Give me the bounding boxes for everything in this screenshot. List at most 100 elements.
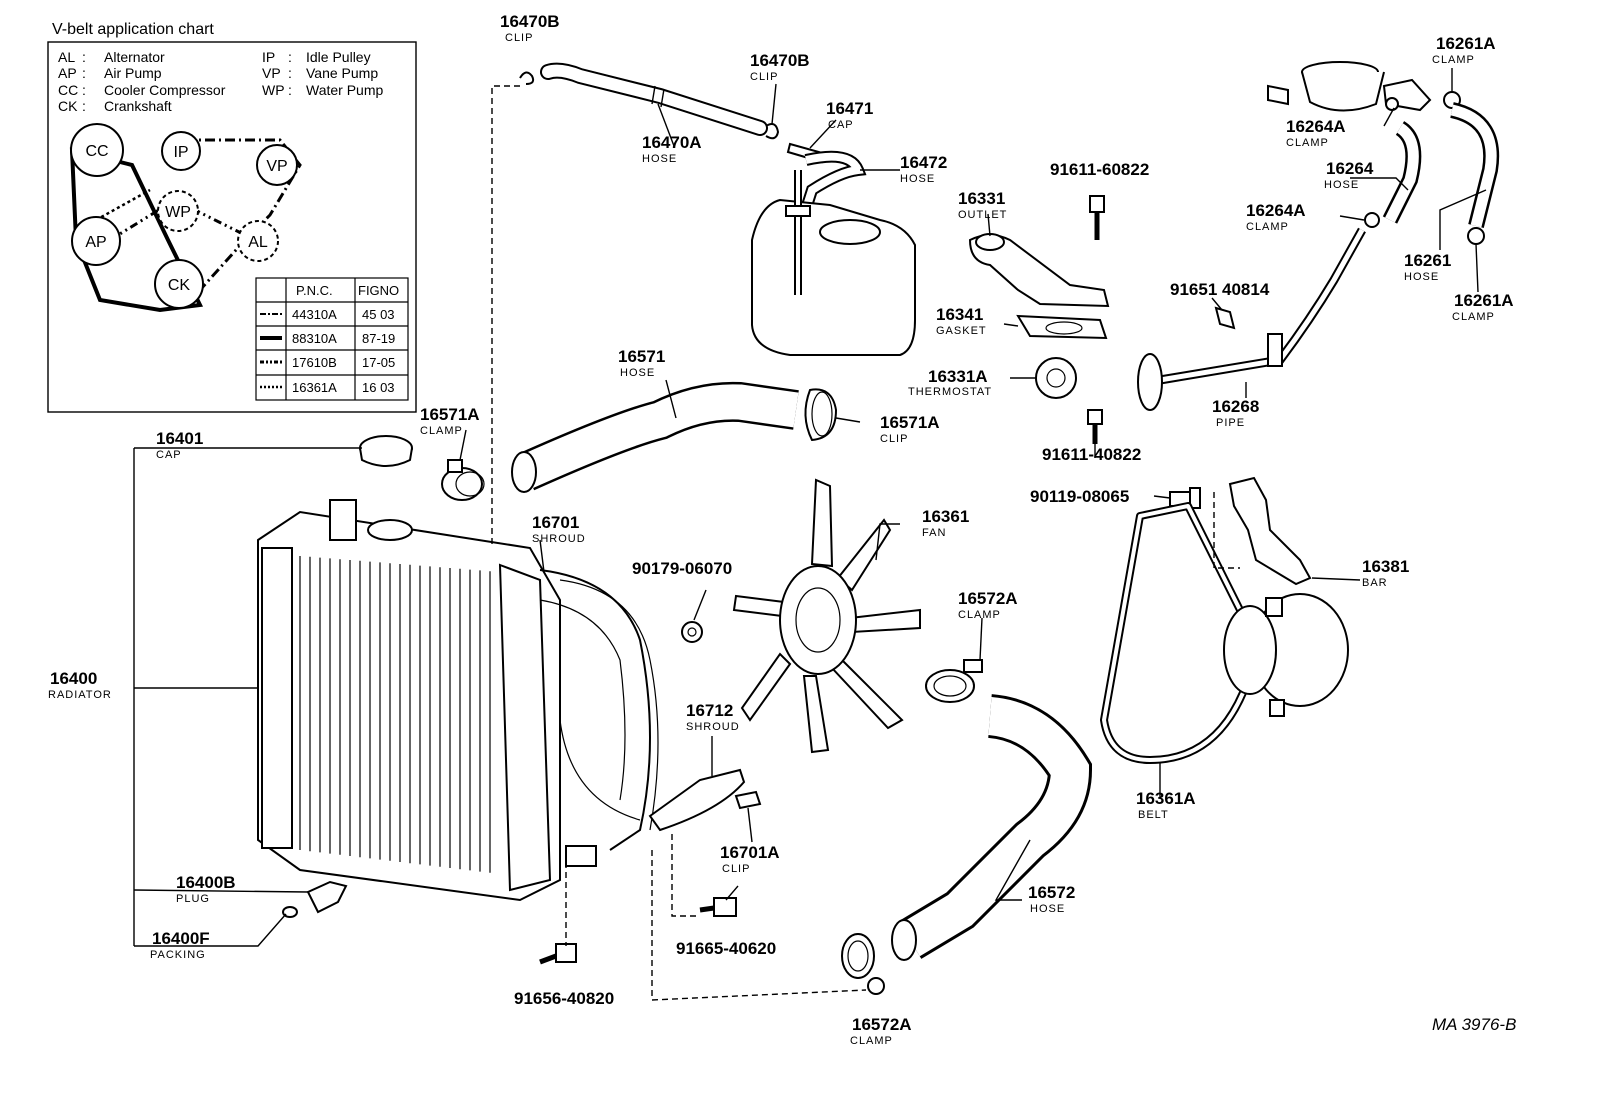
fan-blade — [830, 658, 904, 730]
legend-code-al: AL — [58, 49, 75, 65]
label-16470b-b-name: CLIP — [750, 71, 778, 83]
label-16571a-clamp-number: 16571A — [420, 405, 480, 424]
label-16331a-number: 16331A — [928, 367, 988, 386]
heater-pipe-group — [1137, 61, 1500, 411]
label-16400-number: 16400 — [50, 669, 97, 688]
pulley-cc-label: CC — [85, 143, 108, 160]
label-16261a-top-name: CLAMP — [1432, 54, 1475, 66]
pulley-ip — [161, 131, 201, 171]
label-16361-name: FAN — [922, 527, 946, 539]
label-16470b-a-number: 16470B — [500, 12, 560, 31]
pulley-ip-label: IP — [173, 144, 188, 161]
label-16341-number: 16341 — [936, 305, 983, 324]
part-labels: 16470B CLIP 16470B CLIP 16471 CAP 16470A… — [48, 12, 1516, 1047]
legend-name-ip: Idle Pulley — [306, 49, 371, 65]
hose-16572-end — [891, 919, 917, 961]
thermostat-16331a — [1035, 357, 1077, 399]
label-16712-number: 16712 — [686, 701, 733, 720]
label-16341-name: GASKET — [936, 325, 987, 337]
leader-lines — [133, 68, 1487, 1001]
table-header-pnc: P.N.C. — [296, 283, 333, 298]
pulley-ap — [71, 216, 121, 266]
label-16571a-clamp-name: CLAMP — [420, 425, 463, 437]
fan-hub — [779, 565, 857, 675]
legend-code-ck: CK — [58, 98, 78, 114]
label-16381-name: BAR — [1362, 577, 1388, 589]
label-16701-number: 16701 — [532, 513, 579, 532]
upper-hose-group — [441, 381, 838, 501]
pulley-ck-label: CK — [168, 277, 191, 294]
legend-name-ck: Crankshaft — [104, 98, 172, 114]
fan-blade — [732, 594, 786, 618]
label-16572a-bottom-number: 16572A — [852, 1015, 912, 1034]
legend-name-wp: Water Pump — [306, 82, 383, 98]
table-pnc: 17610B — [292, 355, 337, 370]
label-16701-name: SHROUD — [532, 533, 586, 545]
label-16571-number: 16571 — [618, 347, 665, 366]
label-91651-40814: 91651 40814 — [1170, 280, 1270, 299]
label-16361-number: 16361 — [922, 507, 969, 526]
fan-blade — [836, 518, 892, 592]
label-16472-number: 16472 — [900, 153, 947, 172]
label-16331-name: OUTLET — [958, 209, 1007, 221]
svg-text::: : — [82, 98, 86, 114]
pipe-flange — [1137, 353, 1163, 411]
pulley-vp — [256, 144, 298, 186]
label-16470a-name: HOSE — [642, 153, 677, 165]
hose-16571-end — [511, 451, 537, 493]
label-16712-name: SHROUD — [686, 721, 740, 733]
label-91665-40620: 91665-40620 — [676, 939, 776, 958]
label-16470b-b-number: 16470B — [750, 51, 810, 70]
clip-16470b-b — [765, 123, 780, 140]
label-16572-number: 16572 — [1028, 883, 1075, 902]
radiator-16400 — [257, 499, 597, 918]
label-16264-number: 16264 — [1326, 159, 1374, 178]
table-pnc: 88310A — [292, 331, 337, 346]
label-16261a-top-number: 16261A — [1436, 34, 1496, 53]
fan-blade — [740, 652, 792, 722]
clamp-16264a-bottom — [1364, 212, 1380, 228]
pulley-wp — [157, 190, 199, 232]
radiator-cap-16401 — [359, 435, 413, 467]
table-header-figno: FIGNO — [358, 283, 399, 298]
radiator-side-tank — [261, 547, 293, 849]
svg-text::: : — [82, 82, 86, 98]
label-90119-08065: 90119-08065 — [1030, 487, 1129, 506]
label-16472-name: HOSE — [900, 173, 935, 185]
pulley-wp-label: WP — [165, 204, 191, 221]
radiator-filler-neck — [367, 519, 413, 541]
radiator-core — [299, 556, 491, 873]
pulley-vp-label: VP — [266, 158, 287, 175]
label-16572a-top-number: 16572A — [958, 589, 1018, 608]
label-16264a-top-number: 16264A — [1286, 117, 1346, 136]
legend-code-ap: AP — [58, 65, 77, 81]
overflow-hose-assembly — [519, 62, 916, 356]
label-16571-name: HOSE — [620, 367, 655, 379]
legend-frame — [47, 41, 417, 413]
label-16471-number: 16471 — [826, 99, 873, 118]
label-16400f-number: 16400F — [152, 929, 210, 948]
svg-text::: : — [82, 65, 86, 81]
label-16471-name: CAP — [828, 119, 854, 131]
radiator-inlet-pipe — [329, 499, 357, 541]
label-16264a-top-name: CLAMP — [1286, 137, 1329, 149]
svg-text::: : — [288, 82, 292, 98]
table-fig: 17-05 — [362, 355, 395, 370]
label-16361a-number: 16361A — [1136, 789, 1196, 808]
pulley-al — [237, 220, 279, 262]
legend-name-al: Alternator — [104, 49, 165, 65]
clamp-16572a-bottom — [841, 933, 875, 979]
bolt-91611-40822-head — [1087, 409, 1103, 425]
belt-route-dashdot — [165, 138, 302, 292]
label-16331a-name: THERMOSTAT — [908, 386, 992, 398]
radiator-side-tank-right — [498, 563, 552, 892]
leader-clip-to-radiator — [491, 85, 520, 545]
label-16261a-bottom-number: 16261A — [1454, 291, 1514, 310]
clip-16470b-a — [519, 71, 535, 85]
label-91656-40820: 91656-40820 — [514, 989, 614, 1008]
legend-name-cc: Cooler Compressor — [104, 82, 226, 98]
label-16400-name: RADIATOR — [48, 689, 112, 701]
adjusting-bar-16381 — [1228, 476, 1312, 586]
svg-text::: : — [288, 49, 292, 65]
